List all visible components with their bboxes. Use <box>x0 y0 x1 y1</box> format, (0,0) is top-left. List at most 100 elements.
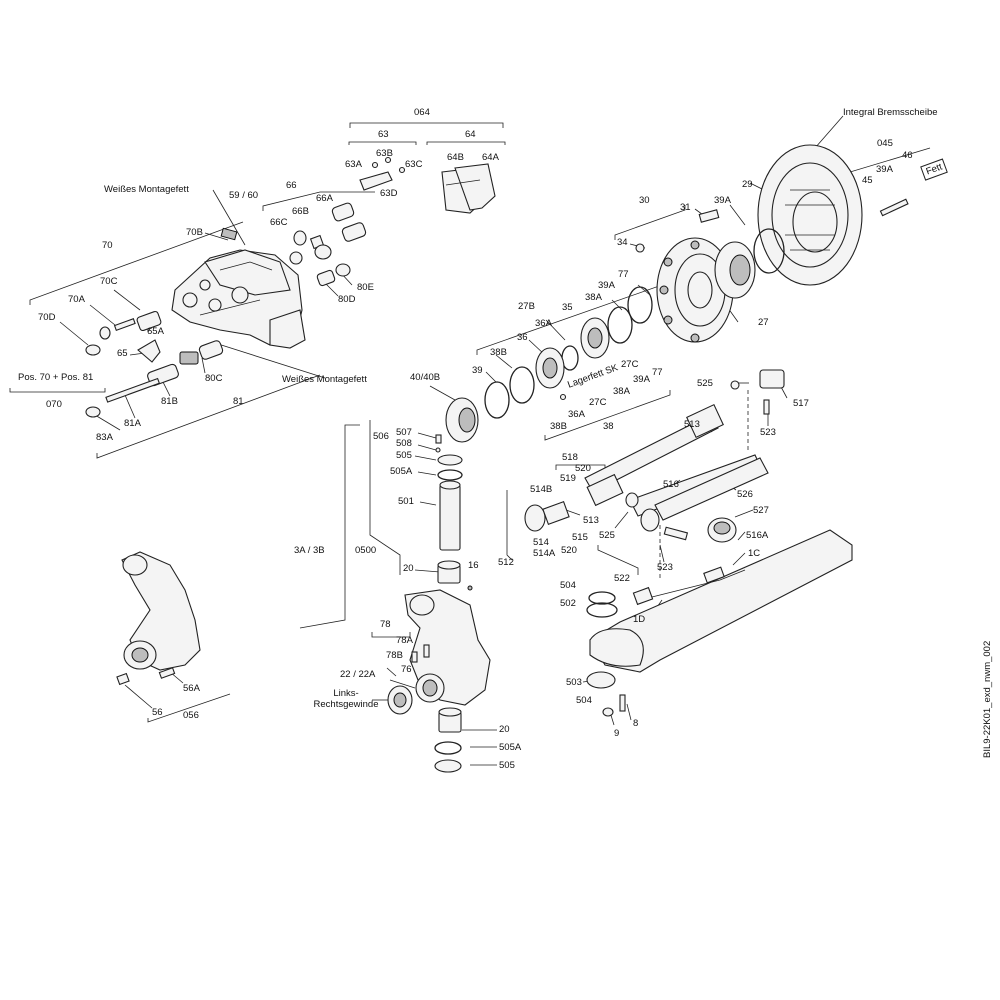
label-516: 516 <box>663 479 679 490</box>
label-27: 27 <box>758 317 769 328</box>
label-526: 526 <box>737 489 753 500</box>
annotation-pos-70-81: Pos. 70 + Pos. 81 <box>18 372 94 383</box>
label-045: 045 <box>877 138 893 149</box>
label-80D: 80D <box>338 294 356 305</box>
label-27C: 27C <box>621 359 639 370</box>
tie-rod <box>524 403 763 532</box>
label-38A-bot: 38A <box>613 386 630 397</box>
clamp-517 <box>730 369 785 415</box>
label-36A-bot: 36A <box>568 409 585 420</box>
label-16: 16 <box>468 560 479 571</box>
label-81B: 81B <box>161 396 178 407</box>
label-80E: 80E <box>357 282 374 293</box>
label-056: 056 <box>183 710 199 721</box>
label-20-bot: 20 <box>499 724 510 735</box>
label-29: 29 <box>742 179 753 190</box>
label-1D: 1D <box>633 614 646 625</box>
label-501: 501 <box>398 496 414 507</box>
label-515: 515 <box>572 532 588 543</box>
label-39A-mid: 39A <box>714 195 731 206</box>
brake-caliper <box>171 227 306 349</box>
label-63D: 63D <box>380 188 398 199</box>
annotation-links-rechtsgewinde: Links- Rechtsgewinde <box>306 688 386 710</box>
label-65: 65 <box>117 348 128 359</box>
caliper-seals <box>289 202 367 287</box>
annotation-weisses-montagefett-bottom: Weißes Montagefett <box>282 374 367 385</box>
label-64A: 64A <box>482 152 499 163</box>
bearing-rings <box>484 286 653 419</box>
label-59-60: 59 / 60 <box>229 190 259 201</box>
label-56A: 56A <box>183 683 200 694</box>
caliper-small-parts <box>85 310 224 418</box>
label-70: 70 <box>102 240 113 251</box>
label-66C: 66C <box>270 217 288 228</box>
label-66B: 66B <box>292 206 309 217</box>
label-1C: 1C <box>748 548 761 559</box>
label-525-top: 525 <box>697 378 713 389</box>
label-514: 514 <box>533 537 549 548</box>
label-27B: 27B <box>518 301 535 312</box>
label-76: 76 <box>401 664 412 675</box>
label-20-top: 20 <box>403 563 414 574</box>
label-520-bot: 520 <box>561 545 577 556</box>
label-504-bot: 504 <box>576 695 592 706</box>
label-523-bot: 523 <box>657 562 673 573</box>
label-38: 38 <box>603 421 614 432</box>
label-78A: 78A <box>396 635 413 646</box>
label-27C-bot: 27C <box>589 397 607 408</box>
drawing-id: BIL9-22K01_exd_nwm_002 <box>982 640 993 758</box>
label-39A-left: 39A <box>598 280 615 291</box>
label-517: 517 <box>793 398 809 409</box>
label-65A: 65A <box>147 326 164 337</box>
label-507: 507 <box>396 427 412 438</box>
label-45: 45 <box>862 175 873 186</box>
label-38B-bot: 38B <box>550 421 567 432</box>
label-505-top: 505 <box>396 450 412 461</box>
label-504-top: 504 <box>560 580 576 591</box>
label-512: 512 <box>498 557 514 568</box>
label-513-top: 513 <box>684 419 700 430</box>
label-3A-3B: 3A / 3B <box>294 545 325 556</box>
label-518: 518 <box>562 452 578 463</box>
label-80C: 80C <box>205 373 223 384</box>
brake-pads <box>359 156 496 214</box>
label-64: 64 <box>465 129 476 140</box>
kingpin-stack <box>435 434 473 591</box>
brake-disc <box>753 144 863 286</box>
label-70A: 70A <box>68 294 85 305</box>
label-56: 56 <box>152 707 163 718</box>
label-46: 46 <box>902 150 913 161</box>
label-30: 30 <box>639 195 650 206</box>
label-63C: 63C <box>405 159 423 170</box>
label-81A: 81A <box>124 418 141 429</box>
label-38A-top: 38A <box>585 292 602 303</box>
label-22-22A: 22 / 22A <box>340 669 376 680</box>
label-527: 527 <box>753 505 769 516</box>
label-514A: 514A <box>533 548 556 559</box>
label-64B: 64B <box>447 152 464 163</box>
wheel-stud <box>879 198 909 217</box>
label-70B: 70B <box>186 227 203 238</box>
label-66: 66 <box>286 180 297 191</box>
label-39A-bot: 39A <box>633 374 650 385</box>
label-77-top: 77 <box>618 269 629 280</box>
label-39: 39 <box>472 365 483 376</box>
label-520-top: 520 <box>575 463 591 474</box>
label-505A-top: 505A <box>390 466 413 477</box>
label-514B: 514B <box>530 484 553 495</box>
annotation-links-rechtsgewinde-text: Links- Rechtsgewinde <box>313 688 379 710</box>
label-513-bot: 513 <box>583 515 599 526</box>
label-63: 63 <box>378 129 389 140</box>
label-516A: 516A <box>746 530 769 541</box>
steering-knuckle-center <box>387 589 491 773</box>
label-31: 31 <box>680 202 691 213</box>
wheel-hub <box>635 209 756 343</box>
label-36: 36 <box>517 332 528 343</box>
label-38B-top: 38B <box>490 347 507 358</box>
label-523-top: 523 <box>760 427 776 438</box>
label-40-40B: 40/40B <box>410 372 441 383</box>
label-519: 519 <box>560 473 576 484</box>
label-35: 35 <box>562 302 573 313</box>
